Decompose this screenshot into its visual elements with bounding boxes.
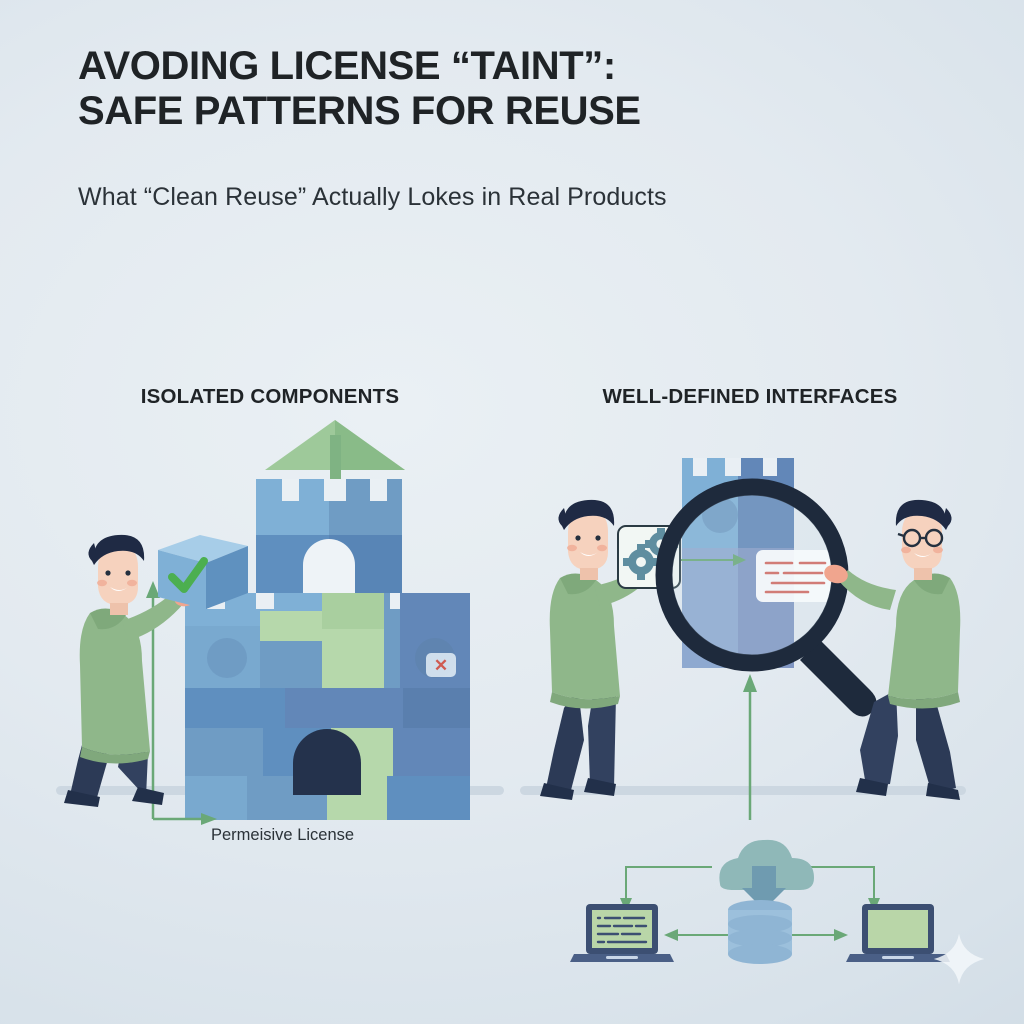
- page-title: AVODING LICENSE “TAINT”: SAFE PATTERNS F…: [78, 44, 958, 134]
- code-lines: [596, 916, 648, 944]
- interface-flow-arrow: [676, 554, 746, 566]
- check-badge: [168, 557, 208, 593]
- caption-permissive-license: Permeisive License: [211, 826, 355, 844]
- laptop-left: [570, 904, 674, 962]
- component-block: [158, 535, 248, 609]
- four-point-sparkle-icon: [933, 933, 985, 985]
- person-holding-block: [64, 534, 198, 807]
- x-badge: ✕: [426, 653, 456, 677]
- section-heading-well-defined-interfaces: WELL-DEFINED INTERFACES: [602, 385, 898, 408]
- ground-line-right: [520, 786, 966, 795]
- title-line-1: AVODING LICENSE “TAINT”:: [78, 44, 616, 88]
- document-lines: [764, 561, 827, 594]
- section-heading-isolated-components: ISOLATED COMPONENTS: [140, 385, 400, 408]
- document-card: [756, 550, 834, 602]
- glasses-icon: [897, 528, 944, 548]
- person-holding-gear-card: [540, 499, 668, 800]
- cloud-node: [719, 839, 814, 910]
- person-holding-magnifier: [824, 499, 961, 800]
- magnifier: [655, 478, 877, 717]
- illustration-well-defined-interfaces: [540, 458, 961, 820]
- page-subtitle: What “Clean Reuse” Actually Lokes in Rea…: [78, 183, 667, 211]
- svg-text:✕: ✕: [434, 656, 448, 675]
- database-node: [728, 900, 792, 964]
- cloud-to-tower-arrow: [743, 674, 757, 820]
- cloud-database-flow-diagram: [570, 839, 950, 964]
- laptop-right: [846, 904, 950, 962]
- title-line-2: SAFE PATTERNS FOR REUSE: [78, 88, 641, 133]
- castle-flag-icon: [265, 420, 405, 503]
- flow-arrows: [620, 866, 880, 941]
- illustration-isolated-components: ✕: [64, 420, 470, 825]
- block-castle: ✕: [185, 420, 470, 820]
